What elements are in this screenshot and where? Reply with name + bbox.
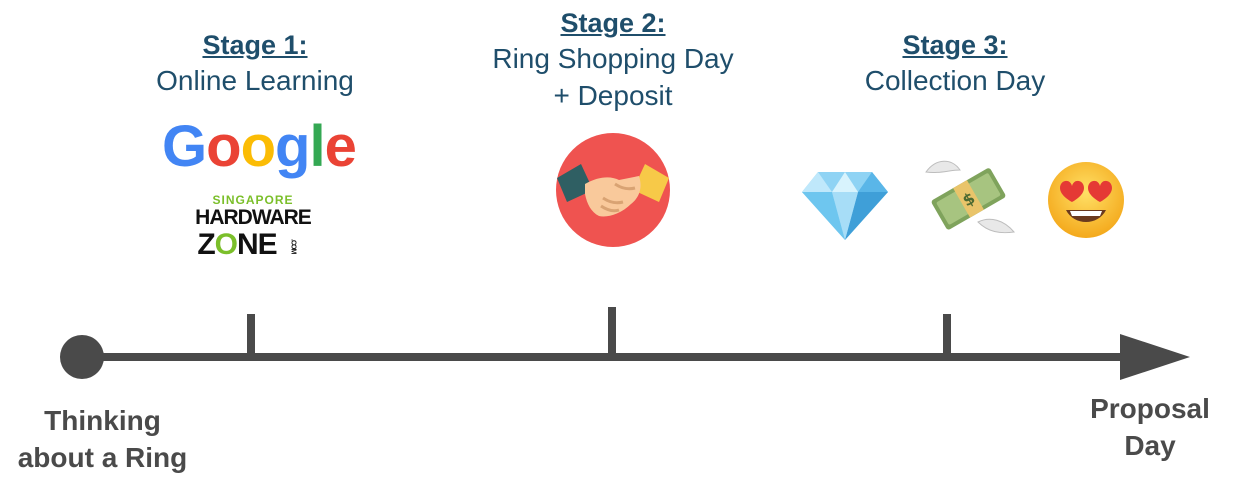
stage-2-heading: Stage 2: Ring Shopping Day + Deposit bbox=[448, 6, 778, 114]
stage-3-heading: Stage 3: Collection Day bbox=[800, 28, 1110, 99]
hardwarezone-logo: SINGAPORE HARDWARE ZONE.COM bbox=[193, 193, 313, 263]
google-letter: o bbox=[240, 114, 276, 179]
end-label: Proposal Day bbox=[1065, 390, 1235, 464]
stage-2-description-line2: + Deposit bbox=[553, 80, 673, 111]
google-letter: e bbox=[324, 114, 357, 179]
google-letter: l bbox=[309, 114, 325, 179]
google-logo: Google bbox=[162, 112, 357, 182]
diamond-icon bbox=[802, 172, 888, 240]
handshake-icon bbox=[556, 133, 670, 247]
google-letter: g bbox=[275, 114, 310, 179]
timeline-start-dot bbox=[60, 335, 104, 379]
start-label: Thinking about a Ring bbox=[0, 402, 205, 476]
start-label-line1: Thinking bbox=[44, 405, 161, 436]
hardwarezone-hardware: HARDWARE bbox=[195, 206, 312, 229]
hardwarezone-zone: ZONE.COM bbox=[193, 229, 313, 261]
start-label-line2: about a Ring bbox=[17, 442, 188, 473]
stage-3-title: Stage 3: bbox=[902, 30, 1008, 60]
end-label-line2: Day bbox=[1124, 430, 1176, 461]
timeline-arrowhead bbox=[1120, 334, 1190, 380]
google-letter: o bbox=[206, 114, 241, 179]
stage-3-description: Collection Day bbox=[864, 65, 1046, 96]
stage-2-title: Stage 2: bbox=[560, 8, 666, 38]
stage-1-heading: Stage 1: Online Learning bbox=[105, 28, 405, 99]
hardwarezone-com: .COM bbox=[289, 238, 297, 254]
money-with-wings-icon: $ bbox=[925, 160, 1015, 234]
stage-1-title: Stage 1: bbox=[202, 30, 308, 60]
stage-1-description: Online Learning bbox=[156, 65, 354, 96]
hardwarezone-singapore: SINGAPORE bbox=[212, 193, 294, 207]
google-letter: G bbox=[162, 114, 207, 179]
stage-2-description-line1: Ring Shopping Day bbox=[492, 43, 734, 74]
heart-eyes-icon bbox=[1048, 162, 1124, 238]
end-label-line1: Proposal bbox=[1090, 393, 1210, 424]
